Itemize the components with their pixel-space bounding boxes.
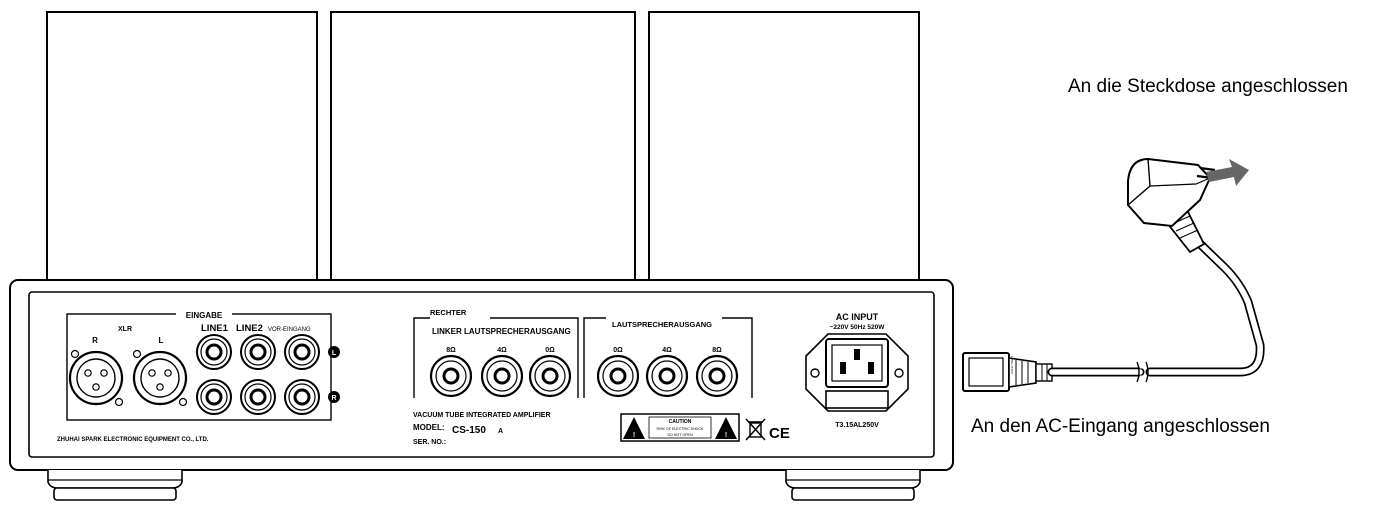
speaker-terminal-right-8ohm[interactable] xyxy=(695,354,739,398)
rca-line2-left[interactable] xyxy=(240,334,276,370)
model-label: MODEL: xyxy=(413,423,445,432)
right-speaker-frame xyxy=(583,317,753,398)
plug-text: HOLD TIGHT xyxy=(1010,356,1014,374)
model-value: CS-150 xyxy=(452,425,486,436)
left-tap-label-3: 0Ω xyxy=(545,347,555,354)
svg-text:!: ! xyxy=(725,432,727,439)
xlr-r-label: R xyxy=(92,336,98,345)
rca-top-marker: L xyxy=(328,346,340,358)
ac-inlet-callout: An den AC-Eingang angeschlossen xyxy=(971,416,1270,437)
power-cord xyxy=(1047,235,1265,383)
manufacturer-label: ZHUHAI SPARK ELECTRONIC EQUIPMENT CO., L… xyxy=(57,437,209,443)
weee-bin-icon xyxy=(745,418,766,441)
foot-right xyxy=(785,470,921,501)
wall-socket-callout: An die Steckdose angeschlossen xyxy=(1068,76,1348,97)
caution-title: CAUTION xyxy=(669,419,692,425)
rca-bottom-marker: R xyxy=(328,391,340,403)
speaker-terminal-left-4ohm[interactable] xyxy=(480,354,524,398)
speaker-terminal-right-0ohm[interactable] xyxy=(596,354,640,398)
svg-text:L: L xyxy=(332,350,337,357)
ce-mark: CE xyxy=(769,425,790,442)
left-speaker-frame xyxy=(413,317,579,398)
line2-label: LINE2 xyxy=(236,323,263,334)
speaker-out-label: LAUTSPRECHERAUSGANG xyxy=(612,320,712,329)
rca-pre-in-right[interactable] xyxy=(284,379,320,415)
transformer-cover-center xyxy=(330,11,636,291)
model-suffix: A xyxy=(498,428,503,435)
serial-label: SER. NO.: xyxy=(413,439,446,446)
line1-label: LINE1 xyxy=(201,323,229,334)
caution-sub: DO NOT OPEN xyxy=(667,433,692,437)
caution-label: ! ! CAUTION RISK OF ELECTRIC SHOCK DO NO… xyxy=(620,413,740,442)
speaker-terminal-left-0ohm[interactable] xyxy=(528,354,572,398)
fuse-rating-label: T3.15AL250V xyxy=(835,422,879,429)
rca-line2-right[interactable] xyxy=(240,379,276,415)
left-tap-label-2: 4Ω xyxy=(497,347,507,354)
xlr-l-label: L xyxy=(159,336,164,345)
transformer-cover-right xyxy=(648,11,920,291)
right-tap-label-3: 8Ω xyxy=(712,347,722,354)
rca-line1-left[interactable] xyxy=(196,334,232,370)
fuse-holder[interactable] xyxy=(825,390,889,409)
product-name: VACUUM TUBE INTEGRATED AMPLIFIER xyxy=(413,412,551,419)
svg-text:!: ! xyxy=(633,432,635,439)
ac-input-label: AC INPUT xyxy=(836,312,879,322)
xlr-jack-right[interactable] xyxy=(68,349,124,407)
ac-rating-label: ~220V 50Hz 520W xyxy=(830,324,886,331)
caution-text: RISK OF ELECTRIC SHOCK xyxy=(657,427,705,431)
rca-pre-in-left[interactable] xyxy=(284,334,320,370)
iec-plug: HOLD TIGHT xyxy=(962,352,1053,392)
left-tap-label-1: 8Ω xyxy=(446,347,456,354)
wall-plug xyxy=(1127,157,1216,228)
xlr-label: XLR xyxy=(118,326,132,333)
transformer-cover-left xyxy=(46,11,318,291)
svg-text:R: R xyxy=(331,395,336,402)
pre-in-label: VOR-EINGANG xyxy=(268,327,311,333)
rca-line1-right[interactable] xyxy=(196,379,232,415)
insert-direction-arrow-icon xyxy=(1206,159,1249,186)
foot-left xyxy=(47,470,183,501)
right-channel-label: RECHTER xyxy=(430,308,467,317)
speaker-terminal-left-8ohm[interactable] xyxy=(429,354,473,398)
right-tap-label-2: 4Ω xyxy=(662,347,672,354)
xlr-jack-left[interactable] xyxy=(132,349,188,407)
right-tap-label-1: 0Ω xyxy=(613,347,623,354)
speaker-terminal-right-4ohm[interactable] xyxy=(645,354,689,398)
input-group-label: EINGABE xyxy=(186,311,223,320)
left-speaker-out-label: LINKER LAUTSPRECHERAUSGANG xyxy=(432,327,571,336)
